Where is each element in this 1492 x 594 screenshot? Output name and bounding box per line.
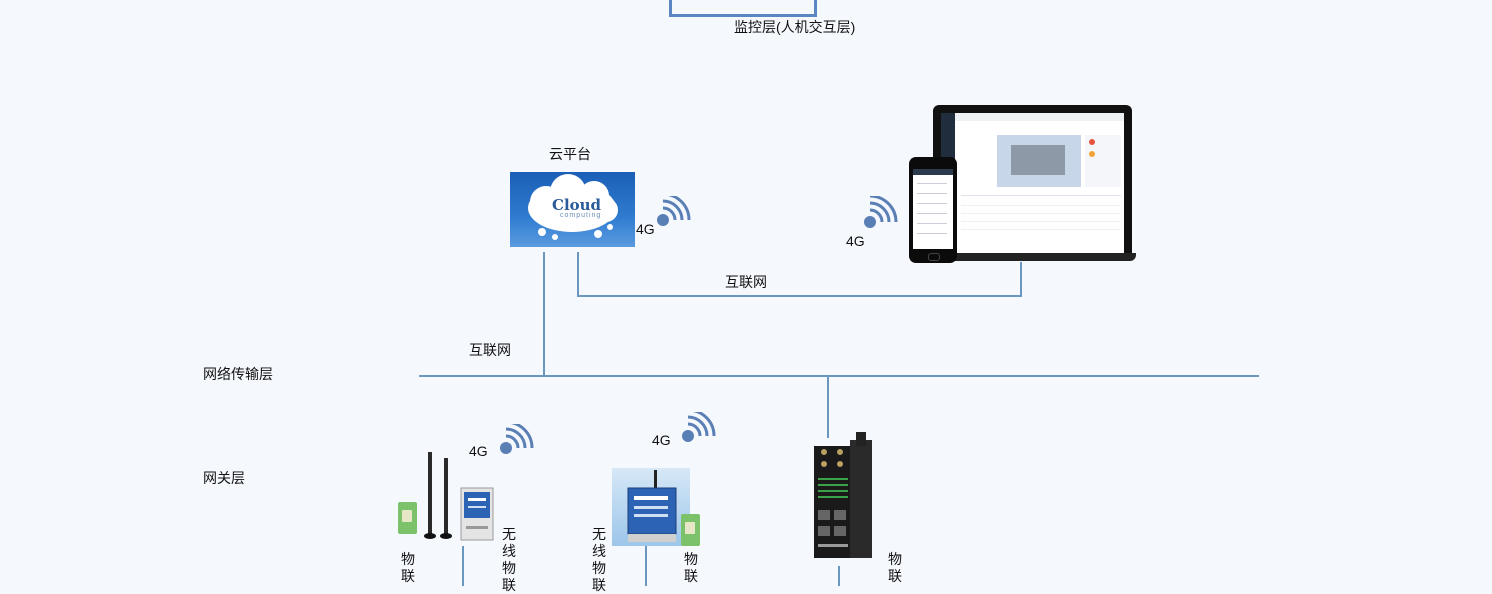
cloud-devices-line [577,252,579,297]
gateway-device-icon [460,487,494,541]
sim-card-icon [398,502,417,534]
cloud-4g-label: 4G [636,221,655,237]
antenna-icon [424,452,452,539]
gateway-device-icon [612,468,690,546]
cloud-devices-line [577,295,1022,297]
cloud-word: Cloud [552,196,602,214]
gateway3-line [827,376,829,438]
gateway2-4g-label: 4G [652,432,671,448]
devices-4g-label: 4G [846,233,865,249]
internet-label: 互联网 [469,342,511,358]
wifi-signal-icon [657,196,691,226]
gateway3-label: 物联 [888,551,902,584]
gateway3-down-line [838,566,840,586]
wifi-signal-icon [682,412,716,442]
sim-card-icon [681,514,700,546]
laptop-icon [929,105,1136,262]
network-bus-line [419,375,1259,377]
cloud-sub: computing [560,212,602,219]
wifi-signal-icon [500,424,534,454]
router-icon [814,432,872,558]
cloud-bus-line [543,252,545,377]
gateway1-left-label: 物联 [401,551,415,584]
gateway-layer-label: 网关层 [203,470,245,486]
monitor-layer-box [669,0,817,17]
cloud-platform-label: 云平台 [549,146,591,162]
gateway2-line [645,546,647,586]
cloud-devices-line [1020,262,1022,297]
monitor-layer-label: 监控层(人机交互层) [734,19,856,35]
network-layer-label: 网络传输层 [203,366,273,382]
phone-icon [909,157,957,263]
wifi-signal-icon [864,196,898,228]
gateway1-4g-label: 4G [469,443,488,459]
gateway1-right-label: 无线物联 [502,526,516,593]
gateway1-line [462,546,464,586]
internet-label: 互联网 [725,274,767,290]
gateway2-left-label: 无线物联 [592,526,606,593]
cloud-icon: Cloud computing [510,172,635,247]
gateway2-right-label: 物联 [684,551,698,584]
